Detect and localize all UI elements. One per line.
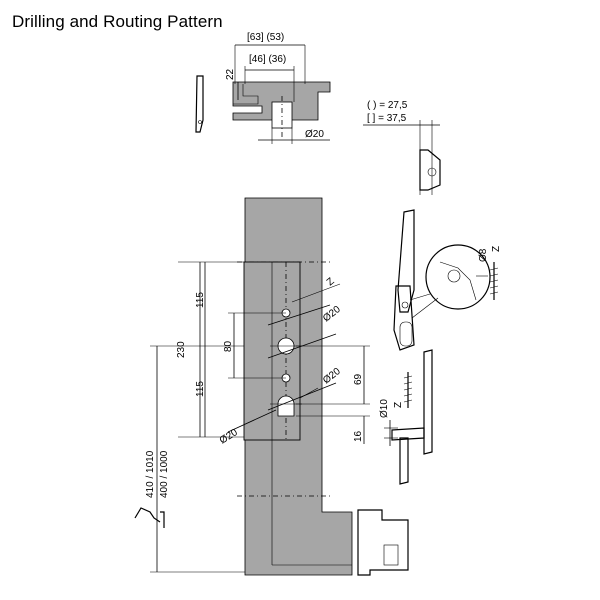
profile-symbol-1 xyxy=(134,507,161,523)
bracket-profile xyxy=(419,149,441,191)
magnifier-contour xyxy=(439,261,477,301)
leader-line xyxy=(267,333,337,359)
dim-115-bottom-label: 115 xyxy=(195,381,206,397)
screw-thread xyxy=(489,267,499,295)
leader-line xyxy=(267,382,337,411)
handle-bar xyxy=(423,349,433,455)
leader-line xyxy=(227,409,277,433)
leader-line xyxy=(267,304,331,326)
z-leader-line xyxy=(299,387,319,399)
handle-mount-arm xyxy=(391,427,425,441)
handle-cylinder xyxy=(399,321,413,347)
legend: ( ) = 27,5 [ ] = 37,5 xyxy=(363,100,441,195)
page-title: Drilling and Routing Pattern xyxy=(12,12,223,31)
dim-115-top-label: 115 xyxy=(195,292,206,308)
dim-outer-label: [63] (53) xyxy=(247,32,284,43)
handle-base-plate xyxy=(393,285,415,351)
profile-groove-line xyxy=(233,84,259,105)
detail-magnifier xyxy=(425,244,491,310)
hole-dia-label-2: Ø20 xyxy=(321,366,343,387)
dim-inner-label: [46] (36) xyxy=(249,54,286,65)
main-profile xyxy=(237,197,409,576)
end-cap-slot xyxy=(383,544,399,566)
end-cap xyxy=(357,509,409,576)
keyhole-slot xyxy=(277,395,295,417)
profile-symbol-2 xyxy=(160,511,165,528)
z-leader-line xyxy=(291,283,341,303)
legend-round-brackets: ( ) = 27,5 xyxy=(367,100,408,111)
dim-height-label: 22 xyxy=(225,68,236,80)
profile-cross-section xyxy=(232,81,331,121)
z-label-2: Z xyxy=(491,246,502,252)
hole-dia-label-3: Ø20 xyxy=(218,427,240,447)
top-section-detail: [63] (53) [46] (36) 22 Ø20 xyxy=(195,32,331,144)
handle-side-detail: Ø10 Z xyxy=(379,349,433,485)
dim-height-range-1-label: 410 / 1010 xyxy=(145,450,156,498)
hole-dia-label: Ø20 xyxy=(305,129,324,140)
dim-230-label: 230 xyxy=(176,341,187,358)
handle-screw xyxy=(401,301,409,309)
handle-iso-detail: Ø8 Z xyxy=(393,209,502,351)
handle-lever xyxy=(397,209,415,313)
dim-10-label: Ø10 xyxy=(379,399,390,418)
handle-mount-plate xyxy=(399,437,409,485)
magnifier-screw-head xyxy=(447,269,461,283)
handle-side-profile xyxy=(195,75,204,133)
handle-pivot-point xyxy=(198,120,202,124)
magnifier-leader xyxy=(411,297,439,319)
screw-dia-label: Ø8 xyxy=(478,248,489,262)
screw-thread-2 xyxy=(403,375,413,403)
dim-16-label: 16 xyxy=(353,430,364,442)
dim-height-range-2-label: 400 / 1000 xyxy=(159,450,170,498)
magnifier-leader xyxy=(409,293,431,301)
z-label-1: Z xyxy=(325,276,337,288)
dim-69-label: 69 xyxy=(353,373,364,385)
bracket-hole xyxy=(427,167,437,177)
legend-square-brackets: [ ] = 37,5 xyxy=(367,113,407,124)
z-label-3: Z xyxy=(393,402,404,408)
